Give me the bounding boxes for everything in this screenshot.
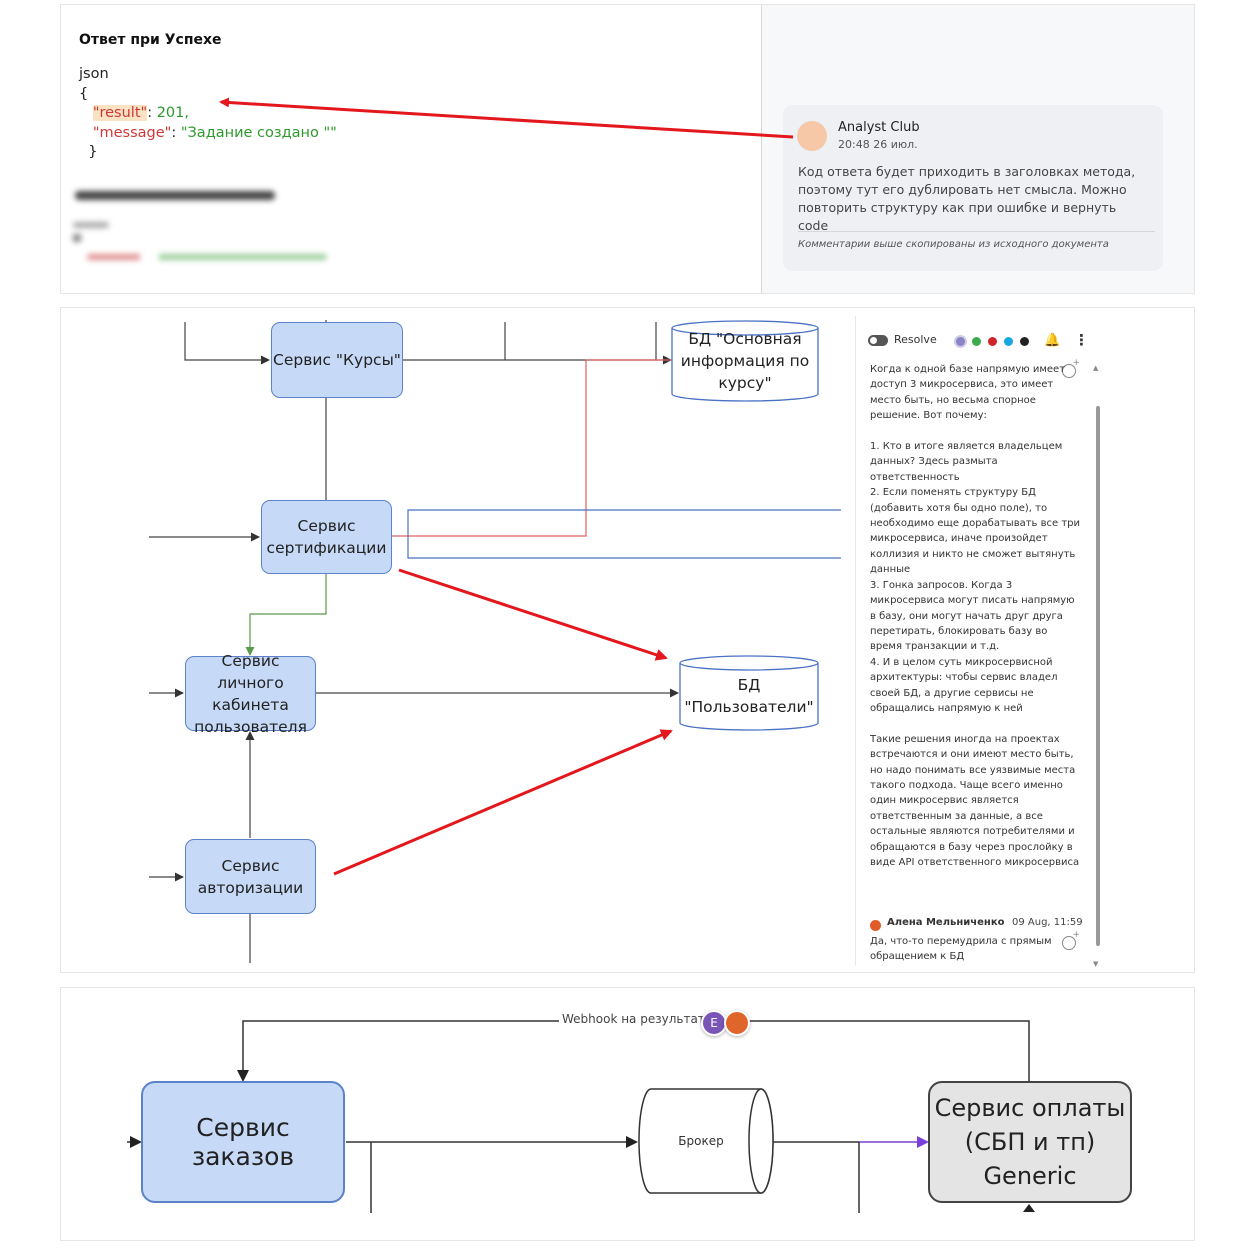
add-reaction-icon[interactable] bbox=[1062, 358, 1080, 378]
db-cylinder-course bbox=[671, 320, 819, 402]
comment-thread-panel: Resolve 🔔 ⋮ Когда к одной базе напрямую … bbox=[855, 316, 1108, 968]
annotation-arrow bbox=[333, 729, 673, 876]
orders-service-box[interactable]: Сервис заказов bbox=[141, 1081, 345, 1203]
certification-service-box[interactable]: Сервис сертификации bbox=[261, 500, 392, 574]
code-block: json { "result": 201, "message": "Задани… bbox=[79, 65, 337, 163]
bell-icon[interactable]: 🔔 bbox=[1044, 333, 1061, 348]
scrollbar[interactable] bbox=[1096, 406, 1100, 946]
connector-layer bbox=[149, 320, 841, 963]
document-area: Ответ при Успехе json { "result": 201, "… bbox=[61, 5, 761, 293]
result-value: 201, bbox=[156, 105, 189, 121]
comment-text: Когда к одной базе напрямую имеет доступ… bbox=[870, 364, 1081, 868]
comment-text: Код ответа будет приходить в заголовках … bbox=[798, 164, 1136, 233]
more-icon[interactable]: ⋮ bbox=[1074, 331, 1089, 349]
message-value: "Задание создано "" bbox=[180, 124, 337, 141]
scroll-down-icon[interactable]: ▼ bbox=[1093, 960, 1099, 968]
connector-layer bbox=[127, 1020, 1035, 1213]
db-course-label[interactable]: БД "Основная информация по курсу" bbox=[680, 330, 810, 392]
db-cylinder-users bbox=[679, 655, 819, 731]
comment-note: Комментарии выше скопированы из исходног… bbox=[798, 239, 1109, 250]
result-sep: : bbox=[147, 105, 157, 121]
comment-card[interactable]: Analyst Club 20:48 26 июл. Код ответа бу… bbox=[783, 105, 1163, 271]
reply-author: Алена Мельниченко bbox=[887, 917, 1005, 928]
broker-label[interactable]: Брокер bbox=[678, 1134, 724, 1148]
comment-toolbar: Resolve 🔔 ⋮ bbox=[856, 330, 1108, 350]
code-open-brace: { bbox=[79, 85, 89, 102]
message-key: "message" bbox=[92, 124, 172, 141]
avatar bbox=[797, 121, 827, 151]
blurred-content bbox=[73, 185, 333, 280]
message-sep: : bbox=[171, 124, 181, 141]
color-dot-purple[interactable] bbox=[956, 337, 965, 346]
add-reaction-icon[interactable] bbox=[1062, 930, 1080, 950]
annotation-arrow bbox=[219, 97, 794, 139]
webhook-label[interactable]: Webhook на результат bbox=[559, 1012, 708, 1026]
close-brace: } bbox=[88, 144, 98, 160]
payment-diagram-panel: Сервис заказов Сервис оплаты (СБП и тп) … bbox=[60, 987, 1195, 1241]
avatar[interactable] bbox=[724, 1010, 750, 1036]
comment-author: Analyst Club bbox=[838, 120, 920, 135]
code-line-message: "message": "Задание создано "" bbox=[79, 124, 337, 144]
doc-comment-panel: Ответ при Успехе json { "result": 201, "… bbox=[60, 4, 1195, 294]
broker-cylinder bbox=[638, 1088, 774, 1194]
courses-service-box[interactable]: Сервис "Курсы" bbox=[271, 322, 403, 398]
connector-blue bbox=[407, 509, 841, 559]
comment-time: 20:48 26 июл. bbox=[838, 138, 918, 151]
webhook-connector bbox=[237, 1020, 1030, 1082]
scroll-up-icon[interactable]: ▲ bbox=[1093, 364, 1099, 372]
resolve-toggle[interactable] bbox=[868, 335, 888, 346]
resolve-label[interactable]: Resolve bbox=[894, 333, 937, 346]
avatar[interactable]: E bbox=[701, 1010, 727, 1036]
annotation-arrow-layer bbox=[219, 97, 794, 139]
connector-red bbox=[391, 359, 671, 537]
payment-service-box[interactable]: Сервис оплаты (СБП и тп) Generic bbox=[928, 1081, 1132, 1203]
code-lang: json bbox=[79, 66, 109, 82]
connector-green bbox=[245, 574, 327, 656]
connector bbox=[1023, 1204, 1035, 1212]
color-dot-green[interactable] bbox=[972, 337, 981, 346]
connector bbox=[184, 322, 270, 365]
color-dot-blue[interactable] bbox=[1004, 337, 1013, 346]
color-dot-black[interactable] bbox=[1020, 337, 1029, 346]
avatar bbox=[870, 920, 881, 931]
annotation-arrow bbox=[398, 568, 668, 661]
annotation-arrow-layer bbox=[333, 568, 673, 876]
code-line-result: "result": 201, bbox=[79, 104, 337, 124]
divider bbox=[798, 231, 1155, 232]
auth-service-box[interactable]: Сервис авторизации bbox=[185, 839, 316, 914]
section-heading: Ответ при Успехе bbox=[79, 32, 222, 48]
db-users-label[interactable]: БД "Пользователи" bbox=[684, 676, 814, 716]
reply-time: 09 Aug, 11:59 bbox=[1012, 917, 1083, 928]
result-key: "result" bbox=[92, 105, 148, 121]
reply-text: Да, что-то перемудрила с прямым обращени… bbox=[870, 936, 1052, 963]
architecture-diagram-panel: Сервис "Курсы" Сервис сертификации Серви… bbox=[60, 307, 1195, 973]
color-dot-red[interactable] bbox=[988, 337, 997, 346]
code-close-brace: } bbox=[79, 143, 337, 163]
